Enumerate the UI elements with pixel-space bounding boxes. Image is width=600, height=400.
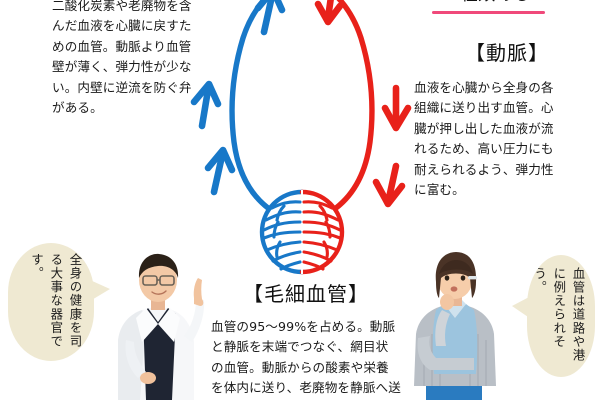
top-headline: 3種類ある — [428, 0, 552, 4]
artery-arrow-down — [381, 84, 412, 132]
capillary-branch-artery — [302, 260, 325, 271]
capillary-branch-artery — [324, 220, 332, 239]
artery-heading: 【動脈】 — [465, 41, 549, 65]
artery-vessel-path — [333, 0, 375, 211]
doctor-hand-left — [140, 372, 156, 384]
artery-arrow-down — [372, 162, 406, 208]
capillary-branch-artery — [302, 210, 340, 222]
vein-arrow-up — [190, 80, 222, 130]
woman-hair-clip — [468, 276, 477, 280]
capillary-branch-vein — [270, 200, 302, 210]
doctor-pointing-hand — [193, 278, 204, 306]
doctor-smile — [151, 290, 167, 295]
doctor-photo — [118, 253, 205, 400]
capillary-heading: 【毛細血管】 — [243, 282, 369, 306]
vein-flow-arrows — [190, 0, 286, 196]
vein-description: 二酸化炭素や老廃物を含んだ血液を心臓に戻すための血管。動脈より血管壁が薄く、弾力… — [52, 0, 192, 115]
woman-eye-left — [444, 275, 450, 281]
woman-arm-folded — [417, 336, 474, 370]
capillary-branch-vein — [262, 230, 302, 240]
capillary-branch-artery — [318, 204, 329, 222]
doctor-lapel-left — [136, 308, 158, 342]
capillary-branch-vein — [265, 240, 302, 252]
capillary-branch-artery — [302, 200, 334, 210]
capillary-description: 血管の95〜99%を占める。動脈と静脈を末端でつなぐ、網目状の血管。動脈からの酸… — [211, 319, 401, 396]
capillary-bed — [259, 189, 345, 275]
capillary-branch-artery — [302, 220, 342, 232]
doctor-glasses — [142, 275, 175, 286]
artery-arrow-down — [314, 0, 344, 26]
left-bubble-tail — [90, 280, 110, 301]
capillary-branch-vein — [275, 204, 286, 222]
woman-mouth — [450, 286, 458, 292]
capillary-branch-vein — [272, 220, 280, 239]
doctor-arm-left — [125, 340, 146, 378]
capillary-branch-artery — [302, 230, 342, 240]
vein-arrow-up — [204, 146, 236, 196]
capillary-branch-vein — [262, 220, 302, 232]
vein-arrow-up — [254, 0, 286, 36]
woman-photo — [414, 252, 496, 400]
woman-bangs — [439, 260, 473, 274]
doctor-arm-raised — [184, 300, 205, 342]
right-speech-bubble: 血管は道路や港に例えられそう。 — [527, 255, 595, 377]
capillary-branch-vein — [279, 260, 302, 271]
capillary-branch-artery — [302, 240, 339, 252]
woman-pants — [426, 384, 482, 400]
woman-eye-right — [460, 275, 466, 281]
artery-flow-arrows — [314, 0, 412, 208]
left-speech-bubble: 全身の健康を司る大事な器官です。 — [8, 243, 94, 361]
doctor-hair — [138, 253, 179, 278]
capillary-branch-vein — [275, 240, 282, 259]
woman-arm-raised — [435, 310, 450, 346]
capillary-branch-vein — [271, 250, 302, 263]
woman-hand-chin — [440, 294, 454, 310]
doctor-lapel-right — [158, 308, 180, 342]
blood-circulation-diagram — [190, 0, 412, 275]
artery-description: 血液を心臓から全身の各組織に送り出す血管。心臓が押し出した血液が流れるため、高い… — [414, 80, 554, 197]
vein-vessel-path — [229, 0, 271, 211]
pink-divider-rule — [432, 11, 545, 14]
capillary-branch-artery — [322, 240, 329, 259]
capillary-branch-vein — [264, 210, 302, 222]
capillary-branch-artery — [302, 250, 333, 263]
right-bubble-tail — [512, 296, 531, 319]
